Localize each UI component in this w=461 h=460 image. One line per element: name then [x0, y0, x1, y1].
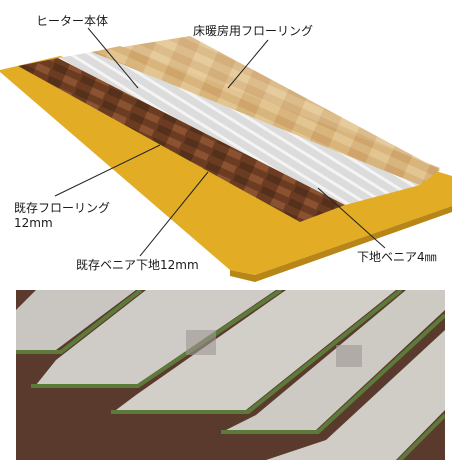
- existing-veneer-callout-line: [139, 171, 209, 257]
- existing-flooring-layer: [18, 58, 345, 222]
- existing-flooring-label-line2: 12mm: [14, 216, 53, 230]
- existing-veneer-label: 既存ベニア下地12mm: [76, 258, 199, 272]
- existing-flooring-label-line1: 既存フローリング: [14, 201, 111, 215]
- heater-body-label: ヒーター本体: [36, 14, 109, 28]
- existing-floor-callout-line: [54, 144, 161, 197]
- floor-layer-diagram: [0, 27, 452, 282]
- base-veneer-callout-line: [317, 187, 386, 249]
- new-floor-callout-line: [227, 39, 269, 89]
- installed-heater-photo: [16, 290, 445, 460]
- base-veneer-label: 下地ベニア4㎜: [357, 250, 437, 264]
- heater-callout-line: [87, 27, 139, 89]
- heater-body-layer: [58, 52, 420, 205]
- floor-heating-flooring-label: 床暖房用フローリング: [193, 24, 314, 38]
- floor-heating-flooring-upper: [92, 36, 440, 185]
